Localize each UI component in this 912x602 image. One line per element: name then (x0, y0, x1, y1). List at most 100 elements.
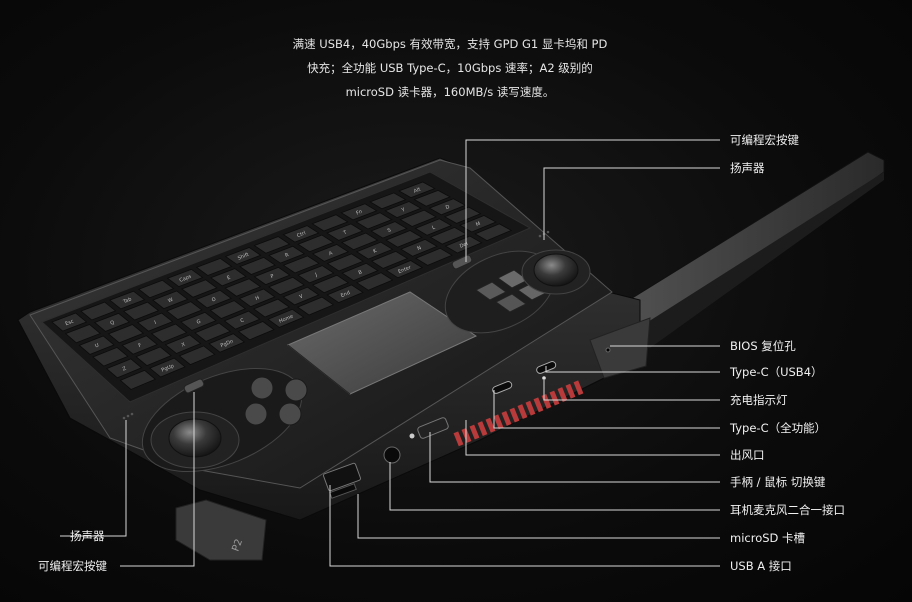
keyboard-key[interactable] (355, 212, 393, 230)
callout-macro-key-left: 可编程宏按键 (38, 559, 107, 573)
keyboard-key-label: D (445, 204, 451, 211)
keyboard-key[interactable] (239, 256, 276, 275)
keyboard-key[interactable] (370, 221, 408, 239)
keyboard-key[interactable] (223, 310, 261, 330)
keyboard-key-label: PgDn (220, 339, 235, 350)
keyboard-key[interactable] (150, 323, 188, 343)
keyboard-key[interactable] (253, 236, 291, 254)
keyboard-key[interactable] (121, 335, 158, 355)
keyboard-key-label: X (181, 341, 187, 348)
keyboard-key[interactable] (135, 346, 172, 367)
callout-speaker-left: 扬声器 (70, 529, 105, 543)
keyboard-key-label: Enter (397, 264, 413, 275)
keyboard-key[interactable] (209, 300, 247, 319)
keyboard-key[interactable] (164, 334, 202, 354)
keyboard-key[interactable] (178, 345, 216, 366)
callout-vent: 出风口 (730, 448, 765, 462)
keyboard-key[interactable] (137, 279, 175, 299)
keyboard-key[interactable] (326, 253, 364, 272)
keyboard-key-label: I (154, 320, 158, 326)
keyboard-key[interactable] (385, 230, 423, 248)
keyboard-key-label: Fn (355, 209, 363, 217)
keyboard-key[interactable] (152, 290, 189, 310)
keyboard-key-label: Esc (65, 318, 75, 327)
keyboard-key-label: P (270, 273, 275, 280)
keyboard-key[interactable] (413, 189, 451, 207)
keyboard-key[interactable] (253, 298, 291, 318)
keyboard-key[interactable] (122, 301, 160, 321)
keyboard-key[interactable] (267, 308, 305, 328)
keyboard-key[interactable] (340, 203, 378, 221)
keyboard-key[interactable] (237, 321, 275, 341)
keyboard-key[interactable] (297, 234, 335, 253)
keyboard-key[interactable] (136, 312, 174, 332)
keyboard-key[interactable] (180, 311, 217, 331)
keyboard-key[interactable] (296, 296, 335, 316)
keyboard-key[interactable] (370, 250, 409, 269)
keyboard-key-label: J (314, 272, 319, 278)
keyboard-key[interactable] (166, 301, 203, 320)
keyboard-key[interactable] (341, 262, 379, 282)
keyboard-key[interactable] (268, 245, 306, 264)
keyboard-key[interactable] (369, 192, 407, 210)
keyboard-key[interactable] (384, 201, 422, 219)
keyboard-key-label: L (431, 225, 436, 232)
keyboard-key[interactable] (109, 290, 146, 310)
keyboard-key[interactable] (297, 265, 335, 284)
keyboard-key[interactable] (399, 209, 437, 227)
keyboard-key[interactable] (428, 198, 467, 216)
dpad[interactable] (475, 269, 549, 313)
keyboard-key-label: B (358, 269, 364, 276)
keyboard-key[interactable] (311, 274, 350, 294)
keyboard-key[interactable] (181, 279, 218, 298)
keyboard-key[interactable] (398, 181, 436, 199)
keyboard-key[interactable] (326, 223, 364, 241)
right-analog-stick (533, 253, 579, 287)
headphone-jack (383, 446, 401, 464)
keyboard-key[interactable] (326, 284, 364, 304)
keyboard-key[interactable] (210, 268, 247, 287)
keyboard-key-label: Home (278, 314, 294, 325)
keyboard-key[interactable] (341, 232, 379, 251)
keyboard-key[interactable] (282, 286, 320, 306)
keyboard-key[interactable] (93, 312, 131, 332)
keyboard-key[interactable] (208, 333, 246, 353)
keyboard-key[interactable] (51, 312, 88, 332)
keyboard-key-label: Del (459, 241, 469, 250)
keyboard-key-label: Shift (237, 252, 250, 262)
keyboard-key[interactable] (355, 272, 394, 291)
face-buttons[interactable] (244, 376, 308, 426)
keyboard-key[interactable] (195, 257, 233, 276)
keyboard-key[interactable] (149, 357, 186, 378)
keyboard-key[interactable] (238, 288, 276, 308)
keyboard-key[interactable] (80, 301, 117, 321)
screen-lid (599, 151, 885, 347)
keyboard-key[interactable] (105, 358, 143, 379)
keyboard-key[interactable] (224, 247, 262, 265)
keyboard-key[interactable] (194, 322, 231, 342)
callout-headphone-jack: 耳机麦克风二合一接口 (730, 503, 845, 517)
keyboard-key[interactable] (268, 276, 306, 296)
intro-paragraph: 满速 USB4，40Gbps 有效带宽，支持 GPD G1 显卡坞和 PD 快充… (270, 32, 630, 104)
keyboard-key[interactable] (414, 218, 453, 236)
keyboard-key[interactable] (195, 289, 232, 309)
keyboard-key[interactable] (64, 324, 102, 344)
keyboard-key[interactable] (311, 214, 349, 232)
keyboard-key[interactable] (166, 268, 204, 288)
keyboard-key[interactable] (119, 369, 157, 390)
keyboard-key[interactable] (415, 247, 453, 266)
keyboard-key-label: Q (109, 320, 115, 327)
keyboard-key[interactable] (385, 260, 424, 279)
keyboard-key[interactable] (107, 324, 145, 344)
keyboard-key[interactable] (78, 335, 115, 355)
macro-button-left (183, 378, 205, 394)
keyboard-key[interactable] (311, 244, 350, 262)
keyboard-key[interactable] (253, 266, 291, 286)
keyboard-key[interactable] (355, 241, 394, 260)
keyboard-key[interactable] (224, 278, 262, 297)
keyboard-key[interactable] (282, 225, 320, 243)
keyboard-key[interactable] (282, 255, 320, 274)
keyboard-key[interactable] (92, 346, 129, 367)
left-analog-stick (168, 418, 222, 458)
keyboard-key[interactable] (400, 238, 438, 257)
